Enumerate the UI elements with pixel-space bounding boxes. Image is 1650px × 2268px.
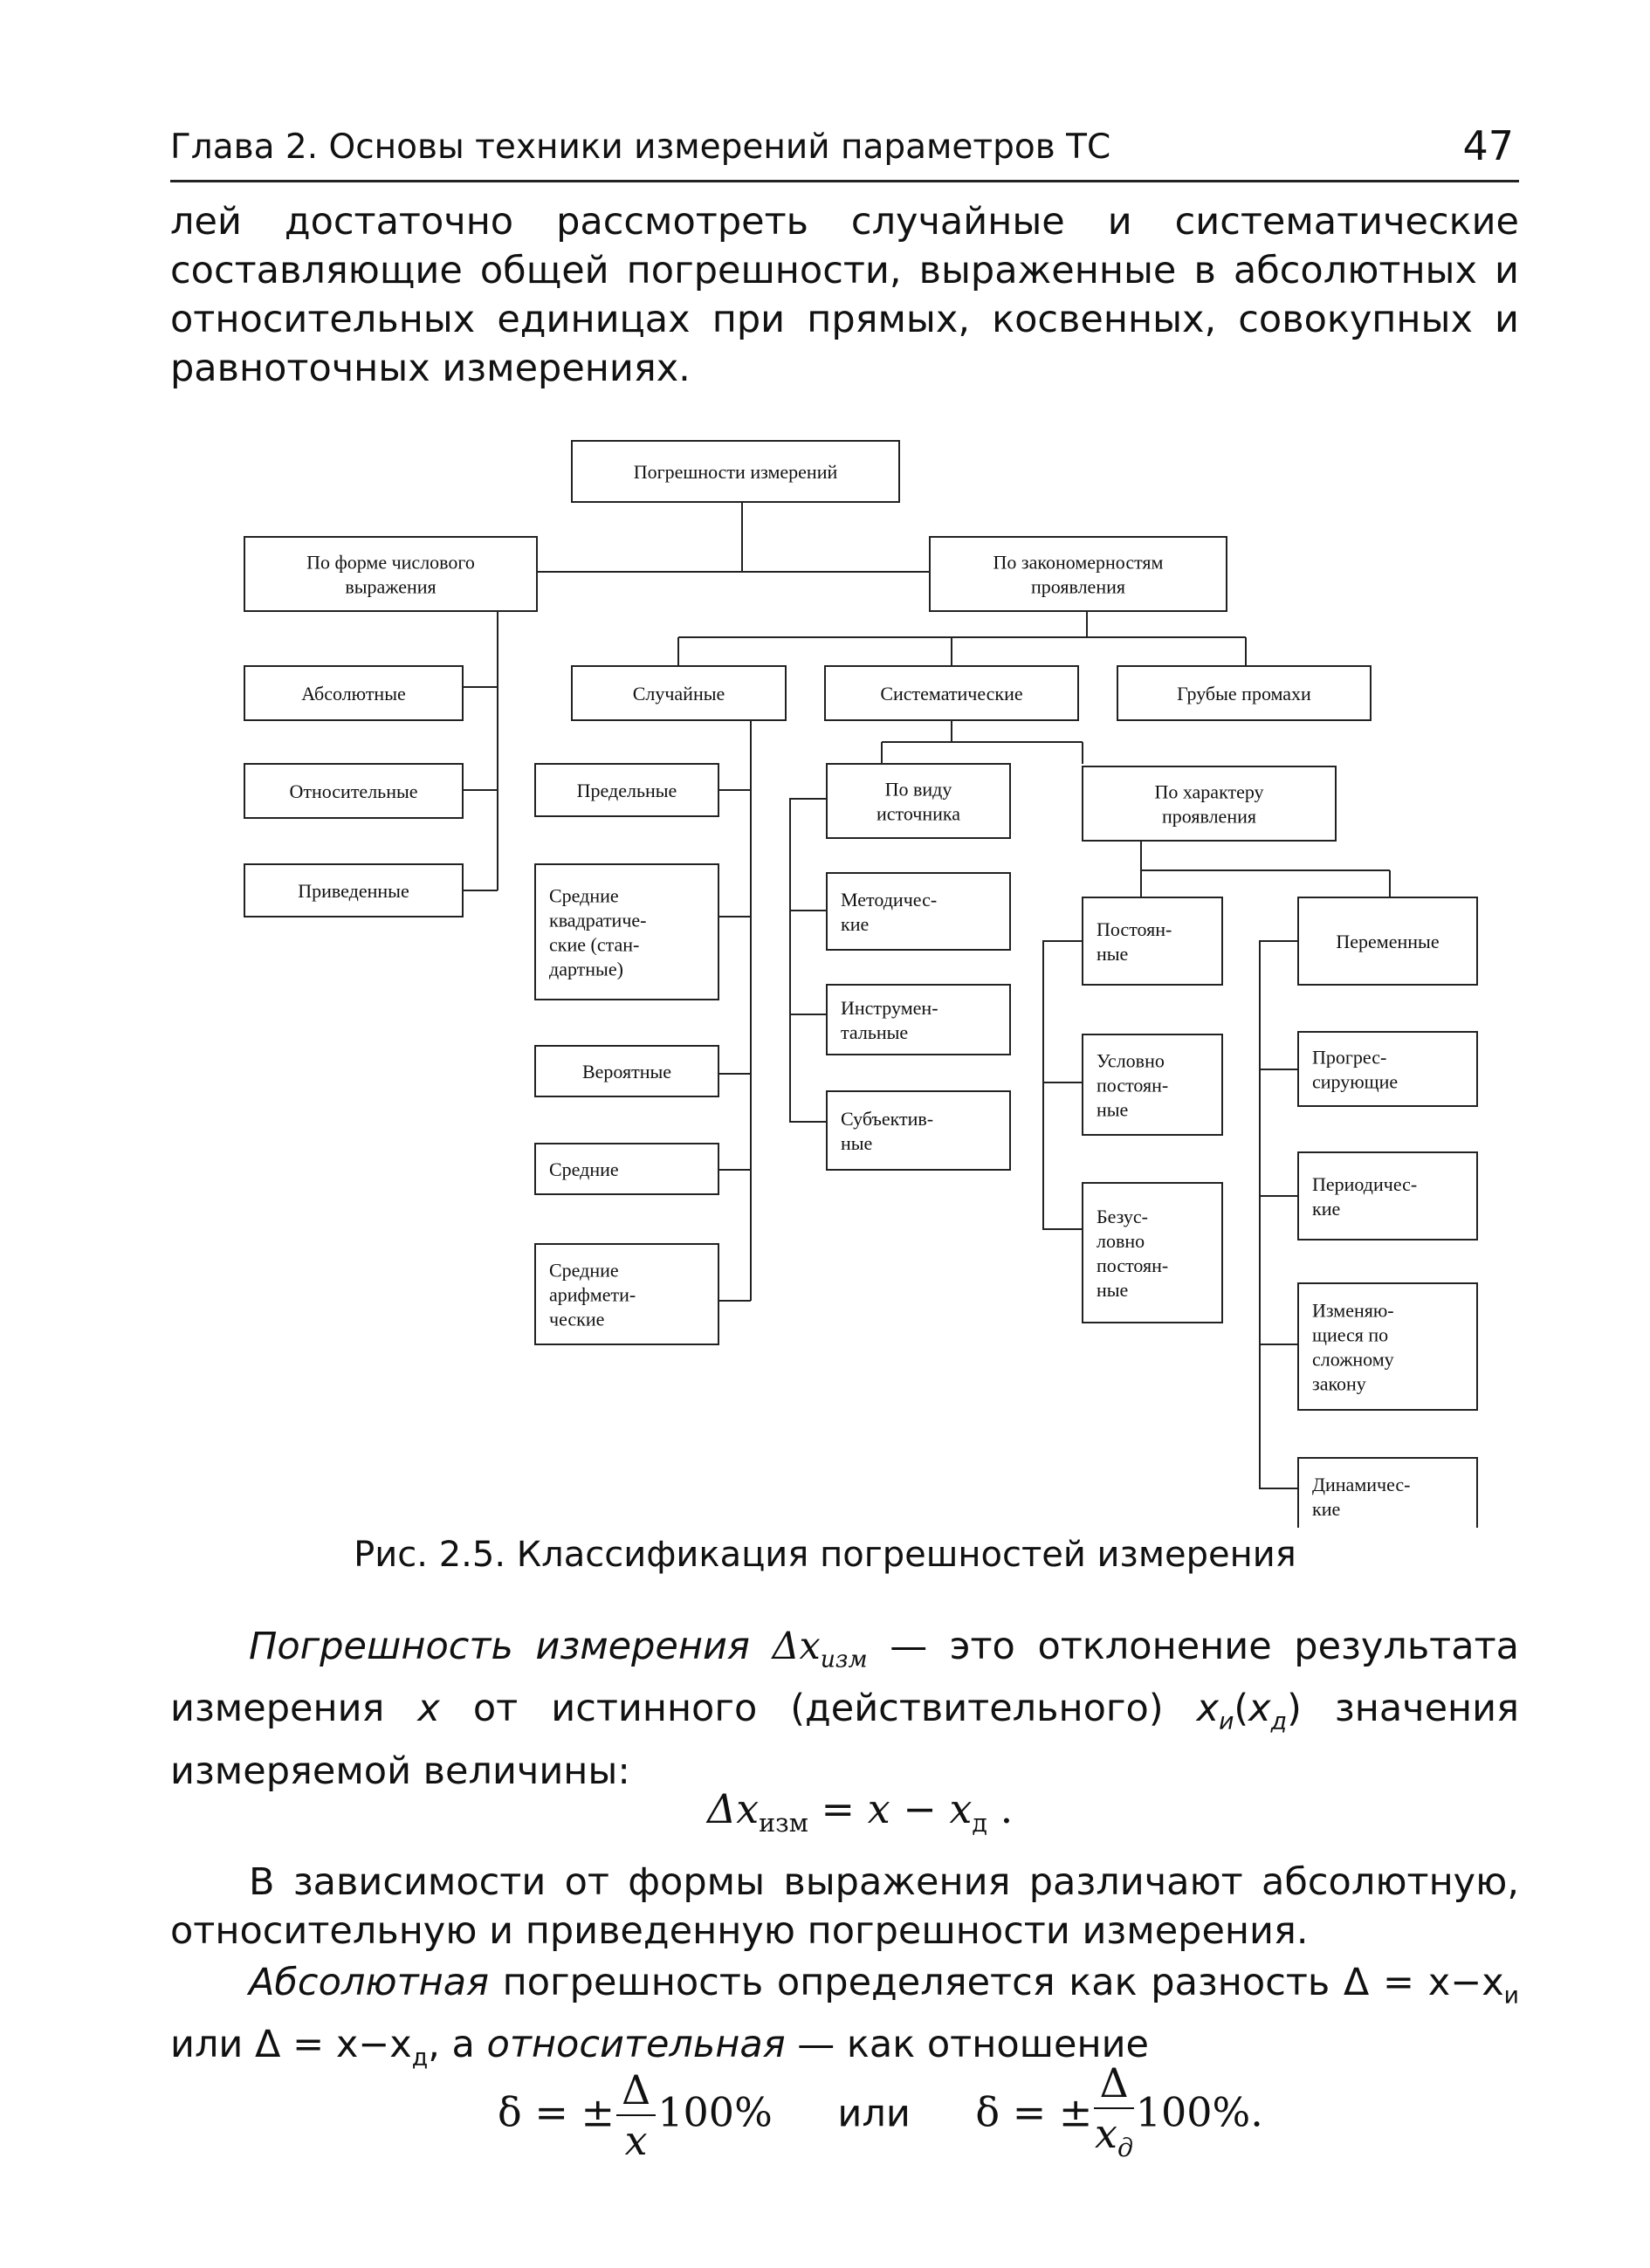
- box-label-prog: Прогрес-сирующие: [1312, 1047, 1398, 1093]
- symbol-delta-x: Δxизм: [772, 1625, 868, 1674]
- box-abs: Абсолютные: [244, 665, 464, 721]
- box-rel: Относительные: [244, 763, 464, 819]
- box-var: Переменные: [1297, 897, 1478, 986]
- box-label-rand: Случайные: [633, 683, 725, 704]
- box-label-inst: Инструмен-тальные: [841, 997, 938, 1043]
- term-error: Погрешность измерения: [249, 1625, 750, 1668]
- box-lim: Предельные: [534, 763, 719, 817]
- page-header: Глава 2. Основы техники измерений параме…: [170, 122, 1519, 182]
- box-prob: Вероятные: [534, 1045, 719, 1097]
- box-label-root: Погрешности измерений: [634, 461, 838, 483]
- box-period: Периодичес-кие: [1297, 1151, 1478, 1241]
- box-label-meth: Методичес-кие: [841, 889, 937, 935]
- box-label-dyn: Динамичес-кие: [1312, 1474, 1410, 1520]
- box-label-subj: Субъектив-ные: [841, 1108, 933, 1154]
- box-root: Погрешности измерений: [571, 440, 900, 503]
- box-inst: Инструмен-тальные: [826, 984, 1011, 1055]
- figure-caption: Рис. 2.5. Классификация погрешностей изм…: [354, 1535, 1296, 1575]
- box-const: Постоян-ные: [1082, 897, 1223, 986]
- box-dyn: Динамичес-кие: [1297, 1457, 1478, 1528]
- page-number: 47: [1462, 122, 1514, 169]
- box-sys: Систематические: [824, 665, 1079, 721]
- box-label-var: Переменные: [1336, 931, 1439, 952]
- box-rand: Случайные: [571, 665, 787, 721]
- abs-rel-paragraph: Абсолютная погрешность определяется как …: [170, 1961, 1519, 2072]
- box-label-period: Периодичес-кие: [1312, 1173, 1417, 1220]
- box-meth: Методичес-кие: [826, 872, 1011, 951]
- box-label-const: Постоян-ные: [1097, 918, 1172, 965]
- forms-paragraph: В зависимости от формы выражения различа…: [170, 1860, 1519, 1953]
- box-label-red: Приведенные: [298, 880, 409, 902]
- box-label-mean: Средние: [549, 1158, 619, 1180]
- box-label-sys: Систематические: [880, 683, 1022, 704]
- box-subj: Субъектив-ные: [826, 1090, 1011, 1171]
- term-relative: относительная: [486, 2023, 786, 2067]
- box-mean: Средние: [534, 1143, 719, 1195]
- box-gross: Грубые промахи: [1117, 665, 1372, 721]
- box-label-gross: Грубые промахи: [1177, 683, 1311, 704]
- box-label-prob: Вероятные: [582, 1061, 671, 1082]
- box-label-rel: Относительные: [289, 780, 417, 802]
- definition-paragraph: Погрешность измерения Δxизм — это отклон…: [170, 1625, 1519, 1793]
- box-label-lim: Предельные: [577, 780, 677, 801]
- box-red: Приведенные: [244, 863, 464, 918]
- intro-paragraph: лей достаточно рассмотреть случайные и с…: [170, 200, 1519, 390]
- chapter-title: Глава 2. Основы техники измерений параме…: [170, 127, 1111, 167]
- term-absolute: Абсолютная: [249, 1961, 489, 2004]
- box-label-abs: Абсолютные: [301, 683, 406, 704]
- formula-absolute-error: Δxизм = x − xд .: [707, 1785, 1014, 1838]
- box-prog: Прогрес-сирующие: [1297, 1031, 1478, 1107]
